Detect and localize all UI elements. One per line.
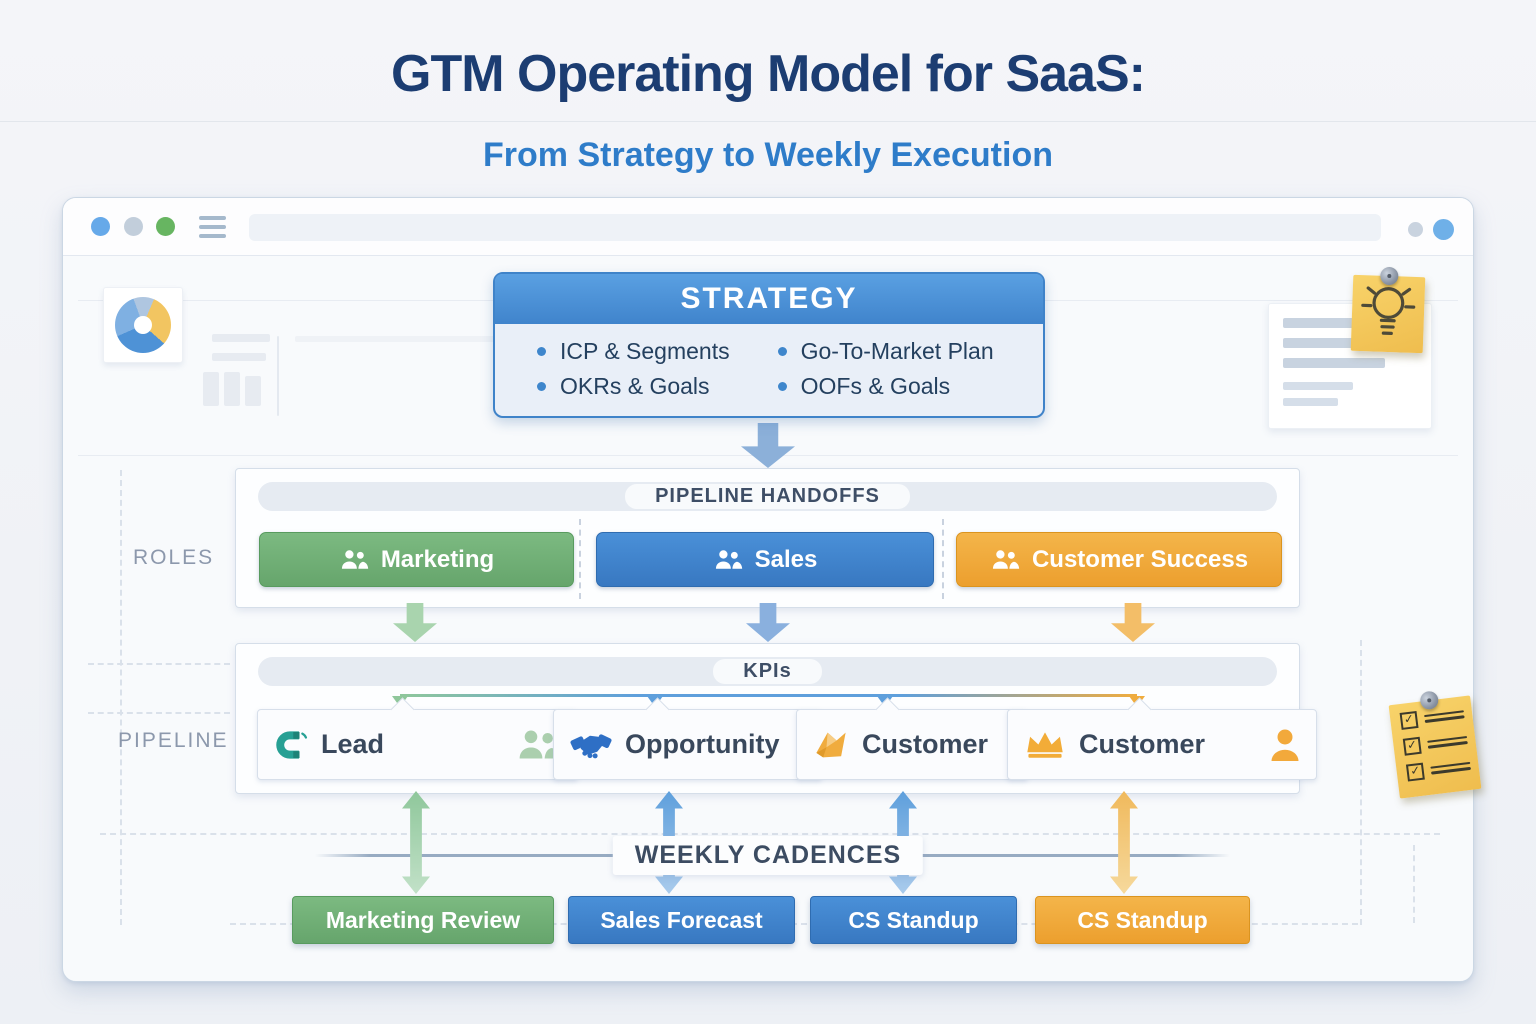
browser-titlebar (63, 198, 1473, 256)
dashed-separator (579, 519, 581, 599)
stage-label: Lead (321, 729, 385, 759)
strategy-header: STRATEGY (495, 274, 1043, 324)
doc-line (1283, 358, 1385, 368)
stage-label: Opportunity (625, 729, 780, 759)
doc-line (1283, 318, 1375, 328)
sketch-bar (245, 376, 261, 406)
checklist-item: ✓ (1399, 705, 1466, 730)
handshake-icon (570, 729, 612, 760)
stage-card-opportunity[interactable]: Opportunity (553, 697, 822, 780)
roles-panel: PIPELINE HANDOFFS Marketing Sales (235, 468, 1300, 608)
cadence-button-cs-standup-2[interactable]: CS Standup (1035, 896, 1250, 944)
team-icon (990, 548, 1020, 571)
dashed-separator (942, 519, 944, 599)
window-dot-green[interactable] (156, 217, 175, 236)
decor-dashed-line (88, 712, 230, 714)
checklist-item: ✓ (1402, 731, 1469, 756)
checkbox-icon: ✓ (1405, 762, 1425, 782)
idea-sticky-note (1350, 266, 1426, 354)
weekly-cadences-title: WEEKLY CADENCES (612, 836, 924, 875)
pipeline-handoffs-title: PIPELINE HANDOFFS (625, 484, 910, 509)
checkbox-icon: ✓ (1399, 710, 1419, 730)
doc-line (1283, 338, 1395, 348)
role-label: Sales (754, 545, 818, 573)
sketch-line (212, 353, 266, 361)
stage-card-lead[interactable]: Lead (257, 697, 578, 780)
window-dot-gray[interactable] (124, 217, 143, 236)
strategy-bullet: OKRs & Goals (537, 373, 730, 400)
sketch-line (212, 334, 270, 342)
cadence-label: Marketing Review (325, 906, 521, 933)
lightbulb-icon (1361, 286, 1416, 335)
sketch-line (295, 336, 625, 342)
checklist-sticky-note: ✓ ✓ ✓ (1388, 690, 1482, 799)
sketch-bar (224, 372, 240, 406)
address-bar[interactable] (249, 214, 1381, 241)
page-title: GTM Operating Model for SaaS: (391, 45, 1146, 103)
cadence-button-marketing-review[interactable]: Marketing Review (292, 896, 554, 944)
pipeline-side-label: PIPELINE (118, 729, 229, 752)
kpi-connector-line (400, 694, 1137, 697)
cadence-button-cs-standup[interactable]: CS Standup (810, 896, 1017, 944)
team-icon (713, 548, 743, 571)
pie-chart-icon (1369, 368, 1417, 416)
donut-chart-card (103, 287, 183, 363)
strategy-box: STRATEGY ICP & Segments OKRs & Goals Go-… (493, 272, 1045, 418)
role-button-marketing[interactable]: Marketing (259, 532, 574, 587)
titlebar-dot-blue[interactable] (1433, 219, 1454, 240)
pipeline-handoffs-bar: PIPELINE HANDOFFS (258, 482, 1277, 511)
menu-icon[interactable] (199, 216, 226, 238)
cadence-label: CS Standup (848, 906, 979, 933)
folded-paper-icon (813, 729, 849, 761)
decor-dashed-line (1413, 845, 1415, 923)
kpis-bar: KPIs (258, 657, 1277, 686)
stage-label: Customer (862, 729, 989, 759)
magnet-icon (274, 728, 308, 762)
decor-dashed-line (100, 833, 1440, 835)
stage-label: Customer (1079, 729, 1206, 759)
page-subtitle: From Strategy to Weekly Execution (483, 136, 1053, 174)
cadence-button-sales-forecast[interactable]: Sales Forecast (568, 896, 795, 944)
stage-card-customer-2[interactable]: Customer (1007, 697, 1317, 780)
strategy-bullet: OOFs & Goals (778, 373, 994, 400)
roles-side-label: ROLES (133, 546, 215, 569)
doc-line (1283, 382, 1353, 390)
sketch-line (277, 336, 279, 416)
role-button-sales[interactable]: Sales (596, 532, 934, 587)
donut-chart-icon (115, 297, 171, 353)
doc-line (1283, 398, 1338, 406)
checkbox-icon: ✓ (1402, 736, 1422, 756)
strategy-bullet: Go-To-Market Plan (778, 338, 994, 365)
role-button-customer-success[interactable]: Customer Success (956, 532, 1282, 587)
titlebar-dot-gray[interactable] (1408, 222, 1423, 237)
person-icon (1270, 728, 1300, 761)
team-icon (339, 548, 369, 571)
stage-card-customer[interactable]: Customer (796, 697, 1028, 780)
decor-dashed-line (88, 663, 230, 665)
sketch-bar (203, 372, 219, 406)
decor-dashed-line (1360, 640, 1362, 925)
role-label: Customer Success (1031, 545, 1249, 573)
decor-dashed-line (120, 470, 122, 925)
title-divider (0, 121, 1536, 122)
window-dot-blue[interactable] (91, 217, 110, 236)
crown-icon (1024, 730, 1066, 759)
cadence-label: CS Standup (1077, 906, 1208, 933)
kpis-title: KPIs (713, 659, 822, 684)
strategy-bullet: ICP & Segments (537, 338, 730, 365)
role-label: Marketing (380, 545, 495, 573)
checklist-item: ✓ (1405, 757, 1472, 782)
cadence-label: Sales Forecast (600, 906, 763, 933)
